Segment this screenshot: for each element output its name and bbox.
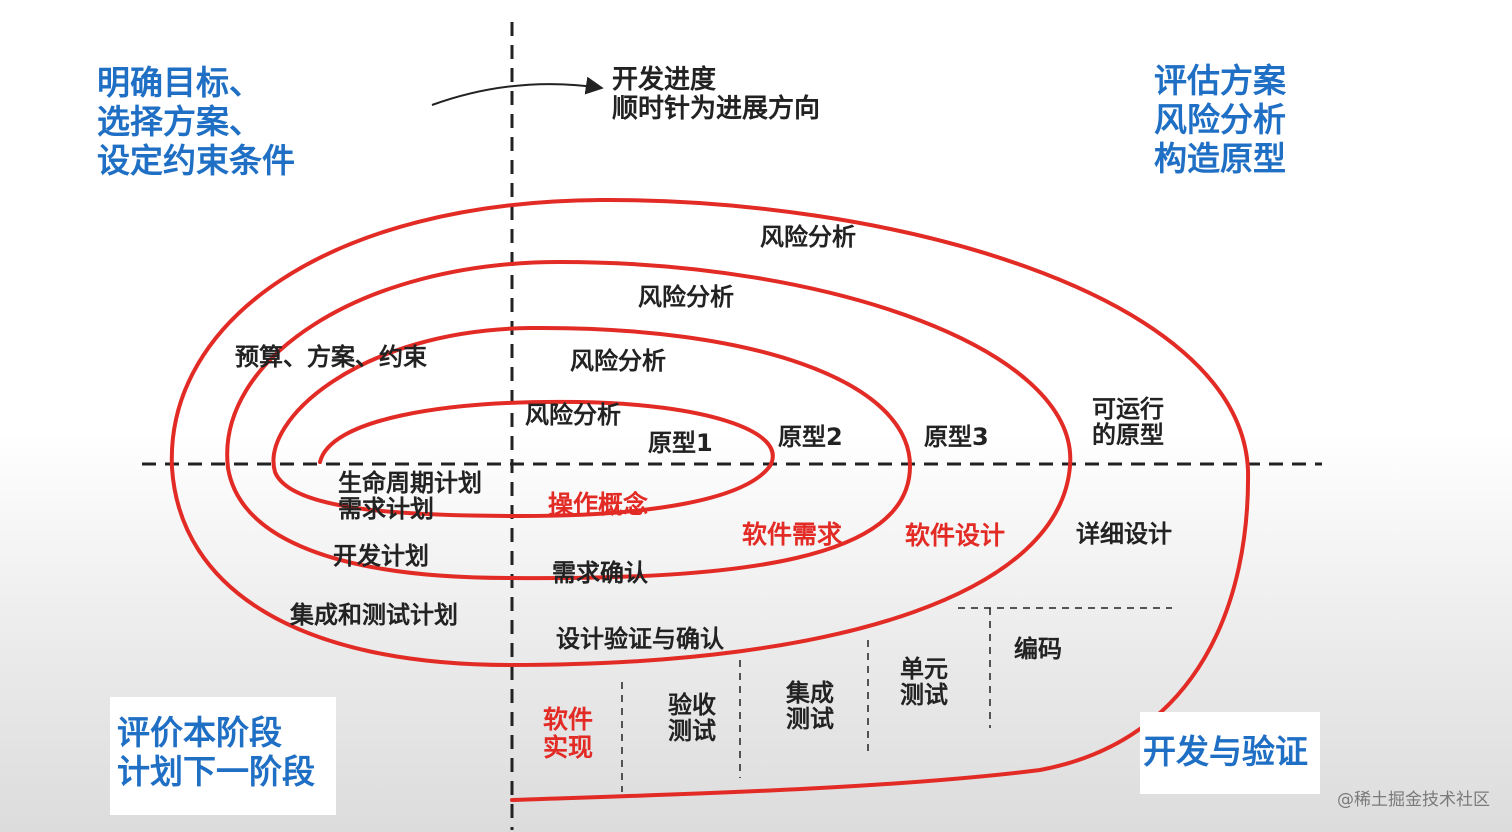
phase-label: 设计验证与确认 xyxy=(556,625,724,653)
quadrant-bottom-left: 评价本阶段 计划下一阶段 xyxy=(117,713,315,791)
direction-note: 开发进度 顺时针为进展方向 xyxy=(612,65,821,124)
phase-label: 软件 实现 xyxy=(543,705,594,762)
phase-label: 软件需求 xyxy=(742,520,843,549)
phase-label: 单元 测试 xyxy=(900,655,948,710)
plan-label: 集成和测试计划 xyxy=(290,601,458,629)
phase-label: 详细设计 xyxy=(1076,520,1172,548)
risk-analysis-label: 风险分析 xyxy=(570,347,666,375)
plan-label: 预算、方案、约束 xyxy=(235,343,427,371)
watermark: @稀土掘金技术社区 xyxy=(1337,790,1490,810)
prototype-label: 原型3 xyxy=(924,423,989,451)
quadrant-bottom-right-box xyxy=(1140,712,1320,794)
plan-label: 生命周期计划 需求计划 xyxy=(338,469,482,524)
prototype-label: 原型2 xyxy=(778,423,843,451)
plan-label: 开发计划 xyxy=(333,542,429,570)
phase-label: 需求确认 xyxy=(552,559,648,587)
direction-arrow xyxy=(431,76,604,106)
quadrant-bottom-left-box xyxy=(110,697,336,815)
phase-label: 编码 xyxy=(1014,635,1062,663)
phase-label: 集成 测试 xyxy=(786,679,834,734)
prototype-label: 可运行 的原型 xyxy=(1092,395,1164,450)
phase-label: 软件设计 xyxy=(905,521,1006,550)
risk-analysis-label: 风险分析 xyxy=(760,223,856,251)
phase-label: 验收 测试 xyxy=(668,691,716,746)
spiral-curve xyxy=(169,197,1251,802)
phase-label: 操作概念 xyxy=(548,490,649,519)
risk-analysis-label: 风险分析 xyxy=(638,283,734,311)
prototype-label: 原型1 xyxy=(648,429,713,457)
quadrant-top-right: 评估方案 风险分析 构造原型 xyxy=(1154,61,1286,178)
quadrant-top-left: 明确目标、 选择方案、 设定约束条件 xyxy=(97,63,295,180)
quadrant-bottom-right: 开发与验证 xyxy=(1143,732,1308,771)
risk-analysis-label: 风险分析 xyxy=(525,401,621,429)
